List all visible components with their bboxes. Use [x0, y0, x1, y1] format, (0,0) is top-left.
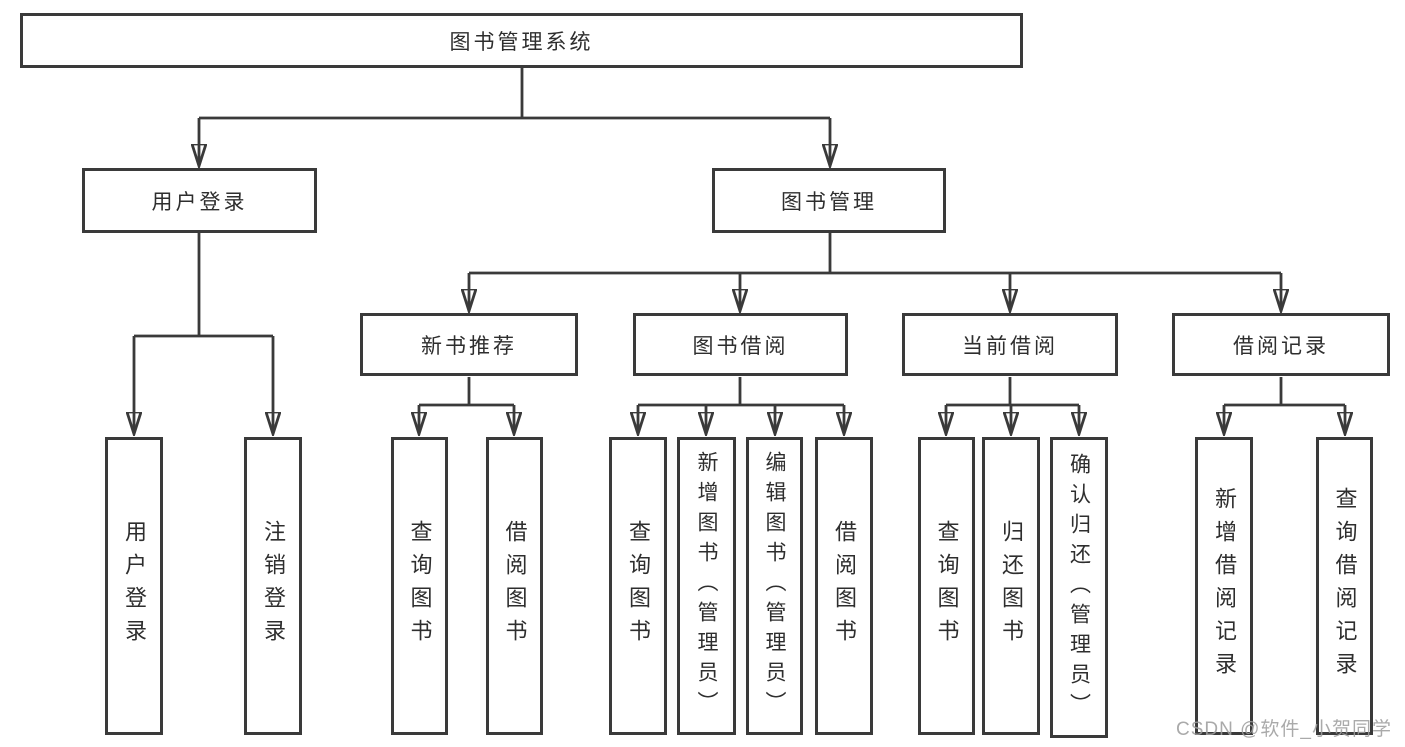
node-user-login: 用户登录 [82, 168, 317, 233]
node-book-borrowing: 图书借阅 [633, 313, 848, 376]
leaf-borrow-books-recommend: 借阅图书 [486, 437, 543, 735]
connector-userlogin-to-leaves [134, 233, 273, 338]
leaf-add-book-admin: 新增图书（管理员） [677, 437, 736, 735]
connector-root-to-level1 [199, 68, 830, 120]
leaf-query-borrow-record: 查询借阅记录 [1316, 437, 1373, 735]
leaf-confirm-return-admin: 确认归还（管理员） [1050, 437, 1108, 738]
connector-borrowrecords-to-leaves [1224, 377, 1345, 407]
node-book-management: 图书管理 [712, 168, 946, 233]
leaf-user-login: 用户登录 [105, 437, 163, 735]
connector-arrows [134, 118, 1345, 434]
node-borrowing-records: 借阅记录 [1172, 313, 1390, 376]
connector-bookborrow-to-leaves [638, 377, 844, 407]
leaf-query-books-recommend: 查询图书 [391, 437, 448, 735]
connector-currentborrow-to-leaves [946, 377, 1079, 407]
leaf-query-books-borrowing: 查询图书 [609, 437, 667, 735]
node-library-system: 图书管理系统 [20, 13, 1023, 68]
connector-newbook-to-leaves [419, 377, 514, 407]
leaf-borrow-books-borrowing: 借阅图书 [815, 437, 873, 735]
node-current-borrowing: 当前借阅 [902, 313, 1118, 376]
csdn-watermark: CSDN @软件_小贺同学 [1176, 719, 1392, 740]
leaf-add-borrow-record: 新增借阅记录 [1195, 437, 1253, 735]
connector-trunk-lines [134, 68, 1345, 407]
leaf-logout: 注销登录 [244, 437, 302, 735]
leaf-edit-book-admin: 编辑图书（管理员） [746, 437, 803, 735]
connector-bookmgmt-to-level2 [469, 233, 1281, 275]
leaf-query-books-current: 查询图书 [918, 437, 975, 735]
leaf-return-books: 归还图书 [982, 437, 1040, 735]
node-new-book-recommendation: 新书推荐 [360, 313, 578, 376]
